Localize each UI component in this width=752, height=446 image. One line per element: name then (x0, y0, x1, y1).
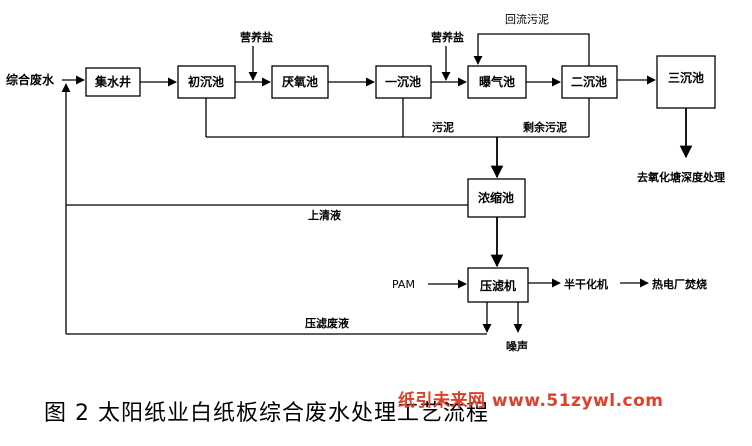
label-excess-sludge: 剩余污泥 (523, 120, 567, 134)
label-semi-dry: 半干化机 (564, 277, 608, 291)
node-chuchenchi: 初沉池 (177, 65, 236, 99)
node-erchenchi-label: 二沉池 (571, 74, 607, 89)
label-return-sludge: 回流污泥 (505, 12, 549, 26)
node-yichenchi: 一沉池 (375, 65, 432, 99)
node-puqichi: 曝气池 (467, 65, 527, 99)
label-supernatant: 上清液 (308, 208, 342, 222)
label-incineration: 热电厂焚烧 (652, 277, 707, 291)
label-nutrient-2: 营养盐 (431, 30, 464, 44)
node-jishuijing: 集水井 (85, 67, 141, 97)
node-yanyangchi-label: 厌氧池 (282, 74, 318, 89)
node-yanyangchi: 厌氧池 (271, 65, 329, 99)
node-nongsuochi-label: 浓缩池 (478, 190, 514, 205)
label-sludge: 污泥 (432, 120, 454, 134)
node-jishuijing-label: 集水井 (94, 74, 131, 89)
label-pam: PAM (392, 278, 415, 291)
node-sanchenchi: 三沉池 (656, 55, 716, 109)
node-chuchenchi-label: 初沉池 (188, 74, 224, 89)
figure-caption: 图 2 太阳纸业白纸板综合废水处理工艺流程 (44, 401, 489, 426)
node-puqichi-label: 曝气池 (479, 74, 515, 89)
node-nongsuochi: 浓缩池 (467, 178, 526, 218)
label-influent: 综合废水 (6, 72, 55, 87)
node-yalvji: 压滤机 (467, 267, 529, 303)
label-nutrient-1: 营养盐 (240, 30, 273, 44)
node-erchenchi: 二沉池 (561, 65, 618, 99)
node-yalvji-label: 压滤机 (480, 278, 516, 293)
label-noise: 噪声 (506, 339, 528, 353)
label-pond-treatment: 去氧化塘深度处理 (637, 170, 725, 184)
node-sanchenchi-label: 三沉池 (668, 70, 704, 85)
arrow-return-sludge (473, 33, 590, 66)
label-filtrate: 压滤废液 (305, 316, 350, 330)
node-yichenchi-label: 一沉池 (385, 74, 421, 89)
watermark: 纸引未来网 www.51zywl.com (398, 390, 664, 411)
